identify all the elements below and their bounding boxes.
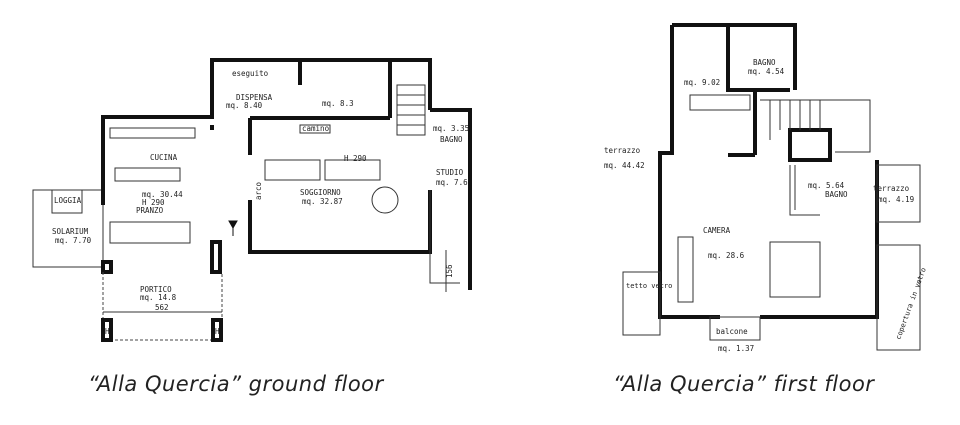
kitchen-island xyxy=(114,167,181,182)
label-cucina: CUCINA xyxy=(150,153,178,162)
label-pranzo: PRANZO xyxy=(136,206,164,215)
label-dim-height: 156 xyxy=(445,264,454,278)
label-camino: camino xyxy=(302,124,330,133)
label-studio: STUDIO xyxy=(436,168,464,177)
balcone-outline xyxy=(709,316,761,341)
label-bagno: BAGNO xyxy=(440,135,463,144)
label-pillar-right: H xyxy=(215,327,220,336)
label-pillar-left: H xyxy=(105,327,110,336)
label-dim-width: 562 xyxy=(155,303,169,312)
bagno-inner xyxy=(789,165,820,216)
round-table xyxy=(371,186,399,214)
label-terrazzo-left-area: mq. 44.42 xyxy=(604,161,645,170)
kitchen-counter xyxy=(109,127,196,139)
label-portico: PORTICO xyxy=(140,285,172,294)
label-h-pranzo: H 290 xyxy=(142,198,165,207)
label-eseguito: eseguito xyxy=(232,69,269,78)
copertura-vetro-outline xyxy=(876,244,921,351)
label-cucina-area: mq. 30.44 xyxy=(142,190,183,199)
pillar-h-left xyxy=(101,318,113,342)
wardrobe xyxy=(677,236,694,303)
label-solarium-area: mq. 7.70 xyxy=(55,236,92,245)
label-terrazzo-left: terrazzo xyxy=(604,146,641,155)
terrazzo-right-outline xyxy=(876,164,921,223)
label-balcone: balcone xyxy=(716,327,748,336)
inner-walls xyxy=(210,60,392,155)
label-bagno-mid: BAGNO xyxy=(825,190,848,199)
tetto-vetro-outline xyxy=(622,271,661,336)
label-dispensa-area: mq. 8.40 xyxy=(226,101,263,110)
inner-walls xyxy=(726,25,832,162)
studio-walls xyxy=(430,108,472,290)
label-solarium: SOLARIUM xyxy=(52,227,89,236)
entrance-arrow-icon xyxy=(228,220,238,236)
pillar xyxy=(210,240,222,274)
dining-table xyxy=(109,221,191,244)
ground-floor-plan: eseguito DISPENSA mq. 8.40 mq. 8.3 camin… xyxy=(32,58,472,342)
staircase xyxy=(760,99,871,153)
label-dispensa: DISPENSA xyxy=(236,93,273,102)
ground-floor-caption: “Alla Quercia” ground floor xyxy=(88,372,384,396)
label-room-area: mq. 8.3 xyxy=(322,99,354,108)
label-bagno-top: BAGNO xyxy=(753,58,776,67)
pillar xyxy=(101,260,113,274)
ground-floor-walls-top xyxy=(101,58,432,205)
label-bagno-mid-area: mq. 5.64 xyxy=(808,181,845,190)
label-room-area-top: mq. 9.02 xyxy=(684,78,720,87)
sofa-right xyxy=(324,159,381,181)
first-floor-caption: “Alla Quercia” first floor xyxy=(613,372,875,396)
loggia-outline xyxy=(51,189,83,214)
sofa-left xyxy=(264,159,321,181)
label-terrazzo-right-area: mq. 4.19 xyxy=(878,195,914,204)
label-camera: CAMERA xyxy=(703,226,731,235)
label-loggia: LOGGIA xyxy=(54,196,82,205)
pillar-h-right xyxy=(211,318,223,342)
portico-outline xyxy=(102,272,223,341)
label-bagno-area: mq. 3.35 xyxy=(433,124,469,133)
label-bagno-top-area: mq. 4.54 xyxy=(748,67,785,76)
first-floor-plan: mq. 9.02 BAGNO mq. 4.54 terrazzo mq. 44.… xyxy=(604,23,928,353)
label-soggiorno-area: mq. 32.87 xyxy=(302,197,343,206)
desk xyxy=(689,94,751,111)
studio-inner xyxy=(429,190,460,284)
fireplace xyxy=(299,124,331,134)
label-soggiorno: SOGGIORNO xyxy=(300,188,341,197)
label-portico-area: mq. 14.8 xyxy=(140,293,177,302)
label-copertura-vetro: copertura in vetro xyxy=(894,267,927,341)
label-terrazzo-right: terrazzo xyxy=(873,184,910,193)
label-tetto-vetro: tetto vetro xyxy=(626,282,672,290)
staircase xyxy=(396,84,426,136)
label-studio-area: mq. 7.6 xyxy=(436,178,468,187)
label-arco: arco xyxy=(254,181,263,200)
label-balcone-area: mq. 1.37 xyxy=(718,344,754,353)
bed xyxy=(769,241,821,298)
label-h-soggiorno: H 290 xyxy=(344,154,367,163)
label-camera-area: mq. 28.6 xyxy=(708,251,745,260)
